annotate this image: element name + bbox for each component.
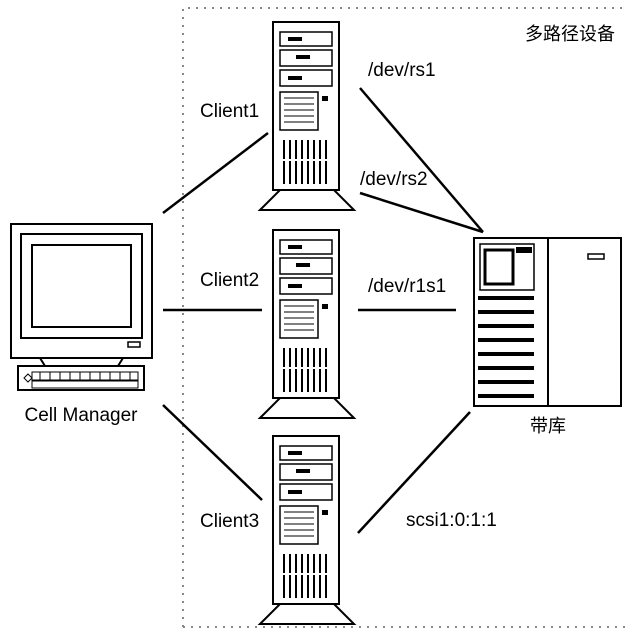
link-client1-library-rs1: [359, 87, 484, 233]
dev-rs2-label: /dev/rs2: [360, 169, 428, 190]
cell-manager-label: Cell Manager: [25, 405, 139, 426]
scsi-label: scsi1:0:1:1: [406, 510, 497, 531]
dev-r1s1-label: /dev/r1s1: [368, 276, 446, 297]
client3-label: Client3: [200, 511, 259, 532]
link-cm-client3: [162, 404, 263, 501]
link-client3-library: [357, 411, 471, 534]
client3-server: [259, 435, 355, 625]
client2-label: Client2: [200, 270, 259, 291]
tape-library-label: 带库: [530, 416, 566, 437]
tape-library: [473, 237, 622, 407]
client1-label: Client1: [200, 101, 259, 122]
client2-server: [259, 229, 355, 419]
dev-rs1-label: /dev/rs1: [368, 60, 436, 81]
client1-server: [259, 21, 355, 211]
cell-manager-computer: [10, 223, 153, 391]
group-label: 多路径设备: [525, 24, 615, 45]
link-client1-library-rs2: [359, 191, 484, 234]
link-cm-client1: [162, 132, 269, 214]
connection-lines: [162, 87, 484, 534]
